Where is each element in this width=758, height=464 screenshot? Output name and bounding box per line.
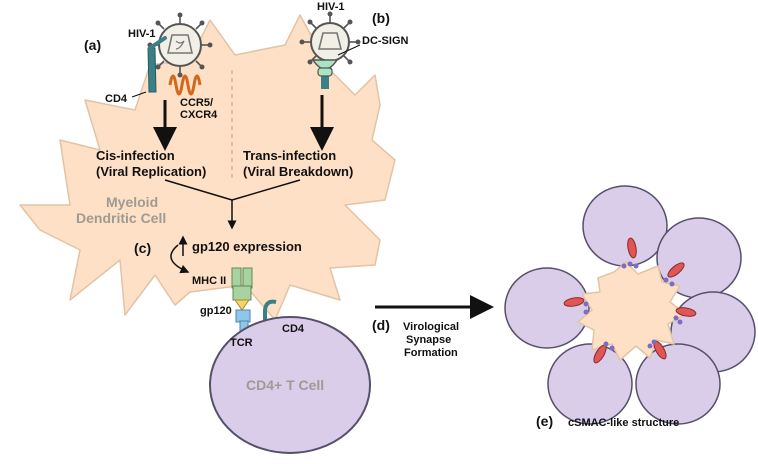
label-tcell: CD4+ T Cell (246, 377, 324, 393)
label-synapse-1: Virological (403, 321, 459, 333)
panel-label-a: (a) (84, 37, 101, 53)
label-cell-2: Dendritic Cell (76, 210, 166, 226)
gp120-peptide (234, 299, 250, 311)
label-gp120-expression: gp120 expression (192, 239, 302, 254)
label-cd4-bottom: CD4 (282, 323, 305, 335)
label-dcsign: DC-SIGN (362, 35, 409, 47)
dc-sign-receptor (311, 44, 361, 89)
t-cell-ring (635, 343, 721, 425)
label-synapse-3: Formation (404, 347, 458, 359)
label-ccr5-2: CXCR4 (180, 109, 218, 121)
label-cell-1: Myeloid (106, 194, 158, 210)
t-cell-body (209, 316, 371, 454)
label-hiv1-a: HIV-1 (128, 28, 156, 40)
t-cell-ring (547, 343, 633, 425)
label-tcr: TCR (230, 337, 253, 349)
dendritic-cell-body (19, 14, 396, 321)
csmac-structure (504, 185, 756, 425)
cd4-receptor (147, 47, 157, 93)
label-ccr5-1: CCR5/ (180, 97, 213, 109)
dc-center (577, 261, 687, 361)
hiv-virion-icon (299, 11, 361, 73)
label-cd4-top: CD4 (105, 93, 128, 105)
panel-label-c: (c) (134, 240, 151, 256)
panel-label-e: (e) (536, 413, 553, 429)
label-csmac: cSMAC-like structure (568, 417, 679, 429)
label-hiv1-b: HIV-1 (317, 1, 345, 13)
label-mhc-ii: MHC II (192, 275, 226, 287)
ccr5-cxcr4-coreceptor (168, 74, 202, 96)
label-trans-2: (Viral Breakdown) (243, 164, 353, 179)
label-cis-1: Cis-infection (96, 148, 175, 163)
t-cell-ring (582, 185, 668, 267)
cd4-bottom-receptor (263, 299, 277, 330)
mhc-ii-molecule (231, 267, 253, 301)
panel-label-d: (d) (372, 317, 390, 333)
label-gp120: gp120 (200, 305, 232, 317)
converge-left (164, 179, 233, 201)
label-trans-1: Trans-infection (243, 148, 336, 163)
t-cell-ring (504, 267, 590, 349)
panel-label-b: (b) (372, 10, 390, 26)
converge-right (231, 179, 301, 201)
cd4-receptor-tip (148, 36, 167, 50)
curved-arrow-icon (170, 244, 190, 274)
label-synapse-2: Synapse (406, 334, 451, 346)
label-cis-2: (Viral Replication) (96, 164, 206, 179)
